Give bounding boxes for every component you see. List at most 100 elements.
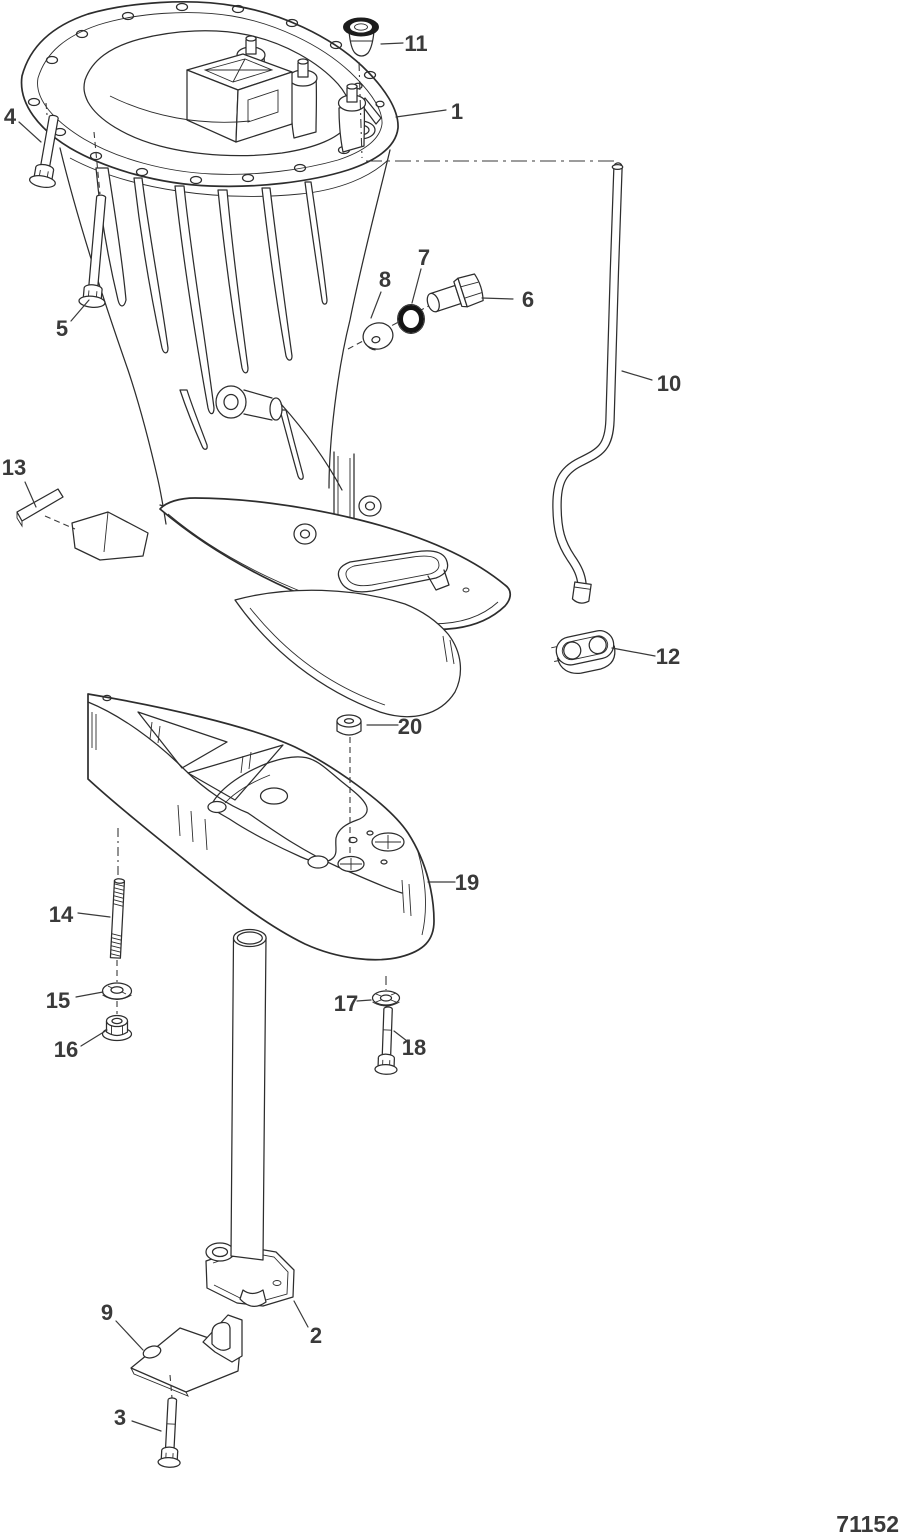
tube-guide-hole	[272, 1280, 282, 1286]
lower-unit-ticks	[442, 635, 455, 665]
tube-top-inner	[236, 931, 263, 945]
callout-13: 13	[2, 455, 26, 480]
lower-unit-wedge-facet	[103, 511, 109, 553]
leader-18	[393, 1030, 408, 1042]
leader-11	[380, 42, 404, 45]
part-7-o-ring	[397, 304, 425, 334]
block-island-inner	[224, 774, 271, 804]
callout-19: 19	[455, 870, 479, 895]
part-16-locknut	[101, 1014, 133, 1042]
part-5-bolt	[78, 194, 107, 308]
leader-2	[293, 1300, 309, 1328]
part-6-drain-plug	[426, 273, 484, 313]
lower-unit-bullet	[234, 589, 462, 718]
tube-guide-plate-notch	[239, 1289, 267, 1307]
block-end-ticks	[401, 879, 412, 917]
centerline-bolt-4	[45, 102, 48, 116]
drawing-number: 71152	[836, 1511, 899, 1537]
callout-3: 3	[114, 1405, 126, 1430]
block-silhouette	[87, 693, 435, 961]
block-top-front-edge	[87, 701, 403, 894]
part-3-bolt	[157, 1397, 181, 1468]
block-gasket-island	[211, 756, 368, 863]
callout-15: 15	[46, 988, 70, 1013]
part-8-seal-washer	[362, 322, 394, 351]
part-2-water-tube	[205, 928, 295, 1307]
callout-5: 5	[56, 316, 68, 341]
leader-1	[395, 109, 447, 118]
callout-1: 1	[451, 99, 463, 124]
part-1-driveshaft-housing	[59, 147, 391, 563]
part-12-retainer	[551, 630, 616, 675]
centerline-plug-11	[358, 61, 363, 159]
callout-14: 14	[49, 902, 74, 927]
leader-16	[80, 1029, 108, 1047]
leader-4	[18, 121, 42, 143]
leader-14	[77, 912, 111, 918]
housing-fin	[174, 185, 215, 415]
bracket-hole	[142, 1345, 162, 1359]
callout-6: 6	[522, 287, 534, 312]
housing-pivot-boss	[215, 385, 343, 491]
part-15-washer	[101, 982, 133, 1000]
part-19-spacer-block	[87, 693, 435, 961]
housing-fin	[261, 187, 293, 361]
leader-10	[621, 370, 653, 381]
block-pocket-ticks	[240, 751, 252, 774]
leader-lines	[18, 42, 656, 1432]
leader-17	[356, 999, 372, 1002]
lower-unit-wedge	[71, 511, 149, 561]
housing-left-edge	[59, 147, 167, 525]
part-14-stud	[109, 878, 126, 959]
leader-3	[131, 1420, 162, 1432]
part-9-bracket	[130, 1314, 243, 1397]
callout-9: 9	[101, 1300, 113, 1325]
leader-8	[370, 291, 382, 319]
part-20-grommet	[336, 714, 362, 736]
leader-6	[481, 297, 514, 300]
callout-2: 2	[310, 1323, 322, 1348]
centerline-bolt-3	[169, 1374, 173, 1399]
bracket-wall-notch	[211, 1321, 231, 1351]
callout-4: 4	[4, 104, 17, 129]
block-pocket	[187, 744, 284, 801]
housing-fin	[217, 189, 249, 374]
bracket-plate-thickness	[130, 1367, 189, 1397]
callout-20: 20	[398, 714, 422, 739]
part-4-bolt	[28, 114, 59, 189]
housing-fin	[304, 181, 328, 305]
callout-16: 16	[54, 1037, 78, 1062]
block-end-shade	[417, 851, 426, 936]
callout-7: 7	[418, 245, 430, 270]
callout-labels: 1 2 3 4 5 6 7 8 9 10 11 12 13 14 15 16 1…	[2, 31, 681, 1430]
callout-12: 12	[656, 644, 680, 669]
part-10-shift-rod	[552, 162, 624, 604]
block-pocket	[137, 711, 228, 769]
block-left-ticks	[91, 712, 97, 750]
centerline-bolt-5	[93, 131, 101, 195]
tube-guide-boss-hole	[211, 1246, 229, 1258]
callout-17: 17	[334, 991, 358, 1016]
lower-unit-bullet-line	[249, 607, 386, 706]
leader-13	[24, 481, 37, 508]
callout-8: 8	[379, 267, 391, 292]
lower-unit-mount-bosses	[293, 495, 470, 593]
callout-10: 10	[657, 371, 681, 396]
part-11-plug	[343, 17, 379, 57]
part-1-lower-unit	[71, 495, 512, 718]
tube-body	[230, 937, 267, 1261]
callout-18: 18	[402, 1035, 426, 1060]
flange-center-box	[186, 53, 293, 143]
lower-unit-exhaust-opening	[337, 550, 450, 593]
tube-guide-boss	[205, 1242, 235, 1262]
flange-rim	[37, 12, 383, 175]
block-front-ticks	[177, 804, 208, 851]
flange-floor-line	[109, 95, 251, 123]
leader-15	[75, 991, 104, 998]
callout-11: 11	[404, 31, 427, 56]
leader-7	[411, 268, 422, 304]
block-pocket-ticks	[149, 721, 161, 744]
part-13-shim	[16, 488, 64, 528]
